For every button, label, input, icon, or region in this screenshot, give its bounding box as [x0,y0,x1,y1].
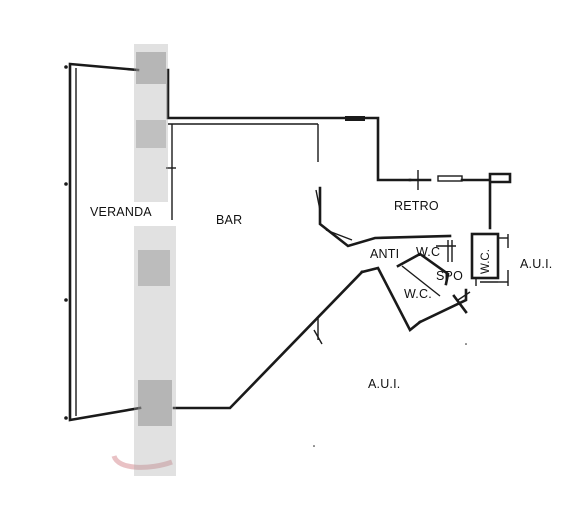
wc-vertical-room [470,232,509,286]
bar-walls [166,68,412,410]
room-label-spo: SPO [436,269,463,283]
privacy-blur-band [134,44,176,476]
room-label-aui-right: A.U.I. [520,257,552,271]
room-label-bar: BAR [216,213,242,227]
room-label-wc-lower: W.C. [404,287,432,301]
room-label-aui-bottom: A.U.I. [368,377,400,391]
room-label-wc-upper: W.C [416,245,440,259]
room-label-veranda: VERANDA [90,205,152,219]
retro-walls [315,170,512,248]
service-block-walls [360,240,471,333]
room-label-wc-vertical: W.C. [480,249,492,274]
stray-marks [111,343,467,470]
room-label-retro: RETRO [394,199,439,213]
veranda-outline [64,62,142,422]
room-label-anti: ANTI [370,247,399,261]
